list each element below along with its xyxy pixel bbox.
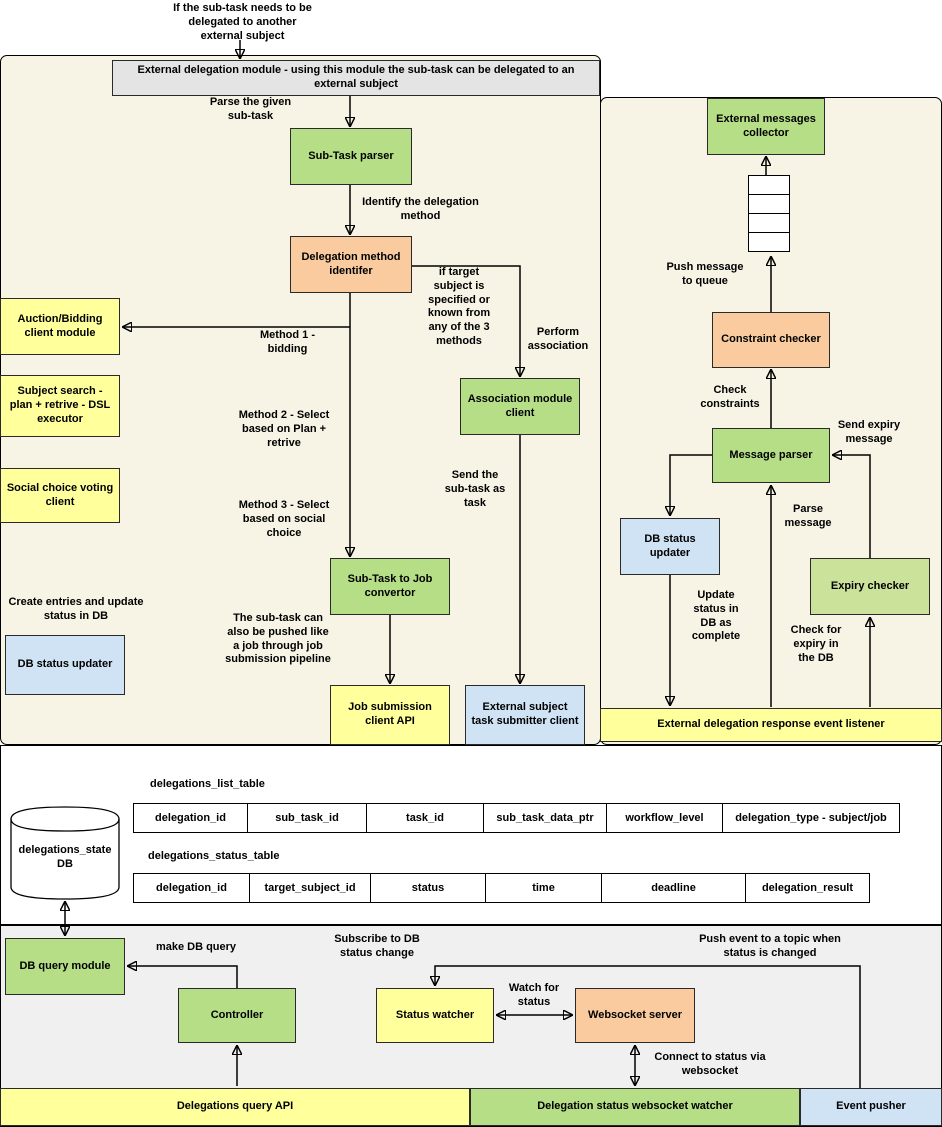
label-parse-subtask: Parse the given sub-task [209, 96, 292, 122]
external-subject-task-submitter-node: External subject task submitter client [465, 685, 585, 745]
expiry-checker-node: Expiry checker [810, 558, 930, 615]
delegation-status-websocket-watcher-bar: Delegation status websocket watcher [470, 1088, 800, 1126]
label-method2: Method 2 - Select based on Plan + retriv… [238, 409, 330, 449]
status-watcher-node: Status watcher [376, 988, 494, 1043]
label-subtask-pushed: The sub-task can also be pushed like a j… [225, 612, 331, 666]
label-method1: Method 1 - bidding [260, 329, 315, 355]
delegation-method-identifier-node: Delegation method identifer [290, 236, 412, 293]
label-subscribe-status: Subscribe to DB status change [334, 933, 420, 959]
module-title: External delegation module - using this … [112, 60, 600, 96]
auction-bidding-client-node: Auction/Bidding client module [0, 298, 120, 355]
websocket-server-node: Websocket server [575, 988, 695, 1043]
delegations-status-table-label: delegations_status_table [148, 850, 280, 862]
external-messages-collector-node: External messages collector [707, 98, 825, 155]
label-update-status: Update status in DB as complete [691, 589, 741, 643]
message-parser-node: Message parser [712, 428, 830, 483]
label-watch-for-status: Watch for status [508, 982, 560, 1008]
label-send-expiry: Send expiry message [837, 419, 901, 445]
table-header-cell: workflow_level [606, 803, 723, 833]
job-submission-client-api-node: Job submission client API [330, 685, 450, 745]
delegations-list-table-label: delegations_list_table [150, 778, 265, 790]
association-module-client-node: Association module client [460, 378, 580, 435]
label-perform-association: Perform association [527, 326, 589, 352]
external-delegation-response-event-listener-bar: External delegation response event liste… [600, 708, 942, 742]
table-header-cell: delegation_result [745, 873, 870, 903]
delegations-status-table: delegation_id target_subject_id status t… [133, 873, 870, 903]
delegations-state-db-label: delegations_state DB [18, 844, 112, 870]
table-header-cell: delegation_id [133, 803, 248, 833]
label-push-event: Push event to a topic when status is cha… [699, 933, 841, 959]
constraint-checker-node: Constraint checker [712, 312, 830, 368]
label-check-constraints: Check constraints [700, 384, 760, 410]
controller-node: Controller [178, 988, 296, 1043]
delegations-state-db-cylinder [10, 805, 120, 906]
db-status-updater-right-node: DB status updater [620, 518, 720, 575]
label-parse-message: Parse message [784, 503, 832, 529]
label-make-db-query: make DB query [155, 941, 237, 953]
queue-cell [748, 232, 790, 252]
db-query-module-node: DB query module [5, 938, 125, 995]
table-header-cell: target_subject_id [249, 873, 371, 903]
table-header-cell: delegation_id [133, 873, 250, 903]
label-connect-status: Connect to status via websocket [654, 1051, 766, 1077]
queue-cell [748, 175, 790, 195]
event-pusher-bar: Event pusher [800, 1088, 942, 1126]
queue-cell [748, 213, 790, 233]
table-header-cell: sub_task_id [247, 803, 367, 833]
label-if-target: if target subject is specified or known … [427, 266, 491, 347]
table-header-cell: delegation_type - subject/job [722, 803, 900, 833]
table-header-cell: status [370, 873, 486, 903]
top-note: If the sub-task needs to be delegated to… [173, 2, 312, 42]
message-queue [748, 175, 790, 252]
table-header-cell: deadline [601, 873, 746, 903]
queue-cell [748, 194, 790, 214]
label-method3: Method 3 - Select based on social choice [238, 499, 330, 539]
delegations-list-table: delegation_id sub_task_id task_id sub_ta… [133, 803, 900, 833]
social-choice-voting-node: Social choice voting client [0, 468, 120, 523]
table-header-cell: task_id [366, 803, 484, 833]
subtask-to-job-convertor-node: Sub-Task to Job convertor [330, 558, 450, 615]
label-check-expiry: Check for expiry in the DB [790, 624, 842, 664]
db-status-updater-left-node: DB status updater [5, 635, 125, 695]
subtask-parser-node: Sub-Task parser [290, 128, 412, 185]
label-create-entries: Create entries and update status in DB [8, 596, 144, 622]
table-header-cell: sub_task_data_ptr [483, 803, 607, 833]
label-push-message: Push message to queue [666, 261, 744, 287]
label-identify-method: Identify the delegation method [362, 196, 479, 222]
delegations-query-api-bar: Delegations query API [0, 1088, 470, 1126]
subject-search-executor-node: Subject search - plan + retrive - DSL ex… [0, 375, 120, 437]
label-send-subtask: Send the sub-task as task [444, 469, 506, 509]
table-header-cell: time [485, 873, 602, 903]
